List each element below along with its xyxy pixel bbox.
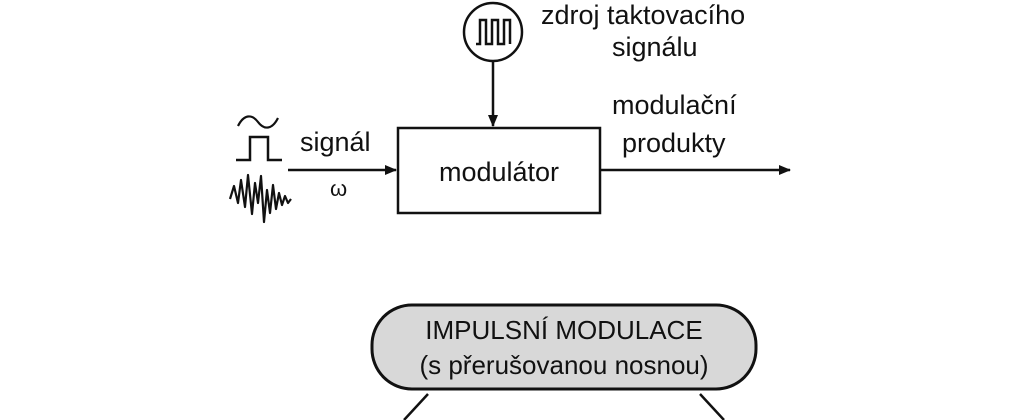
omega-symbol: ω [330, 176, 347, 201]
pulse-modulation-line1: IMPULSNÍ MODULACE [425, 315, 702, 345]
pulse-icon [236, 135, 282, 162]
branch-line-right [699, 393, 725, 420]
clock-source-label-line2: signálu [612, 32, 698, 62]
modulator-label: modulátor [439, 157, 559, 187]
output-label-line2: produkty [622, 128, 726, 158]
branch-line-left [403, 393, 429, 420]
clock-source-label-line1: zdroj taktovacího [541, 0, 745, 30]
modulator-box [396, 126, 602, 215]
input-label: signál [300, 127, 371, 157]
input-signal-icons [228, 115, 292, 224]
pulse-modulation-line2: (s přerušovanou nosnou) [419, 350, 708, 380]
square-wave-icon [476, 18, 512, 46]
output-label-line1: modulační [612, 90, 737, 120]
noise-signal-icon [228, 173, 292, 224]
pulse-modulation-box [370, 303, 758, 391]
clock-source [462, 1, 524, 63]
sine-wave-icon [237, 115, 279, 129]
